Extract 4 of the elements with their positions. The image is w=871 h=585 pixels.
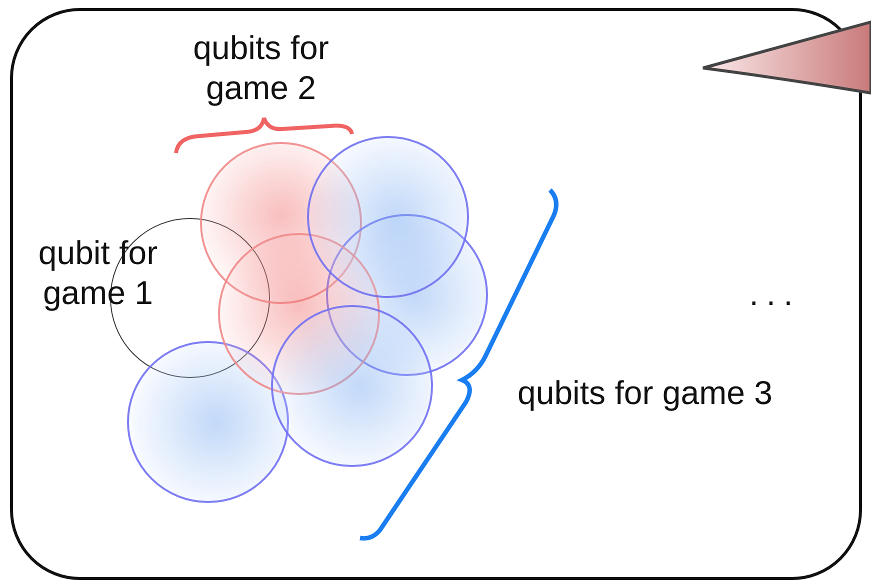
text-label: qubits for game 2 bbox=[192, 28, 330, 108]
text-label: qubits for game 3 bbox=[516, 373, 774, 413]
rounded-box bbox=[10, 8, 862, 580]
ellipsis: ... bbox=[748, 274, 802, 314]
